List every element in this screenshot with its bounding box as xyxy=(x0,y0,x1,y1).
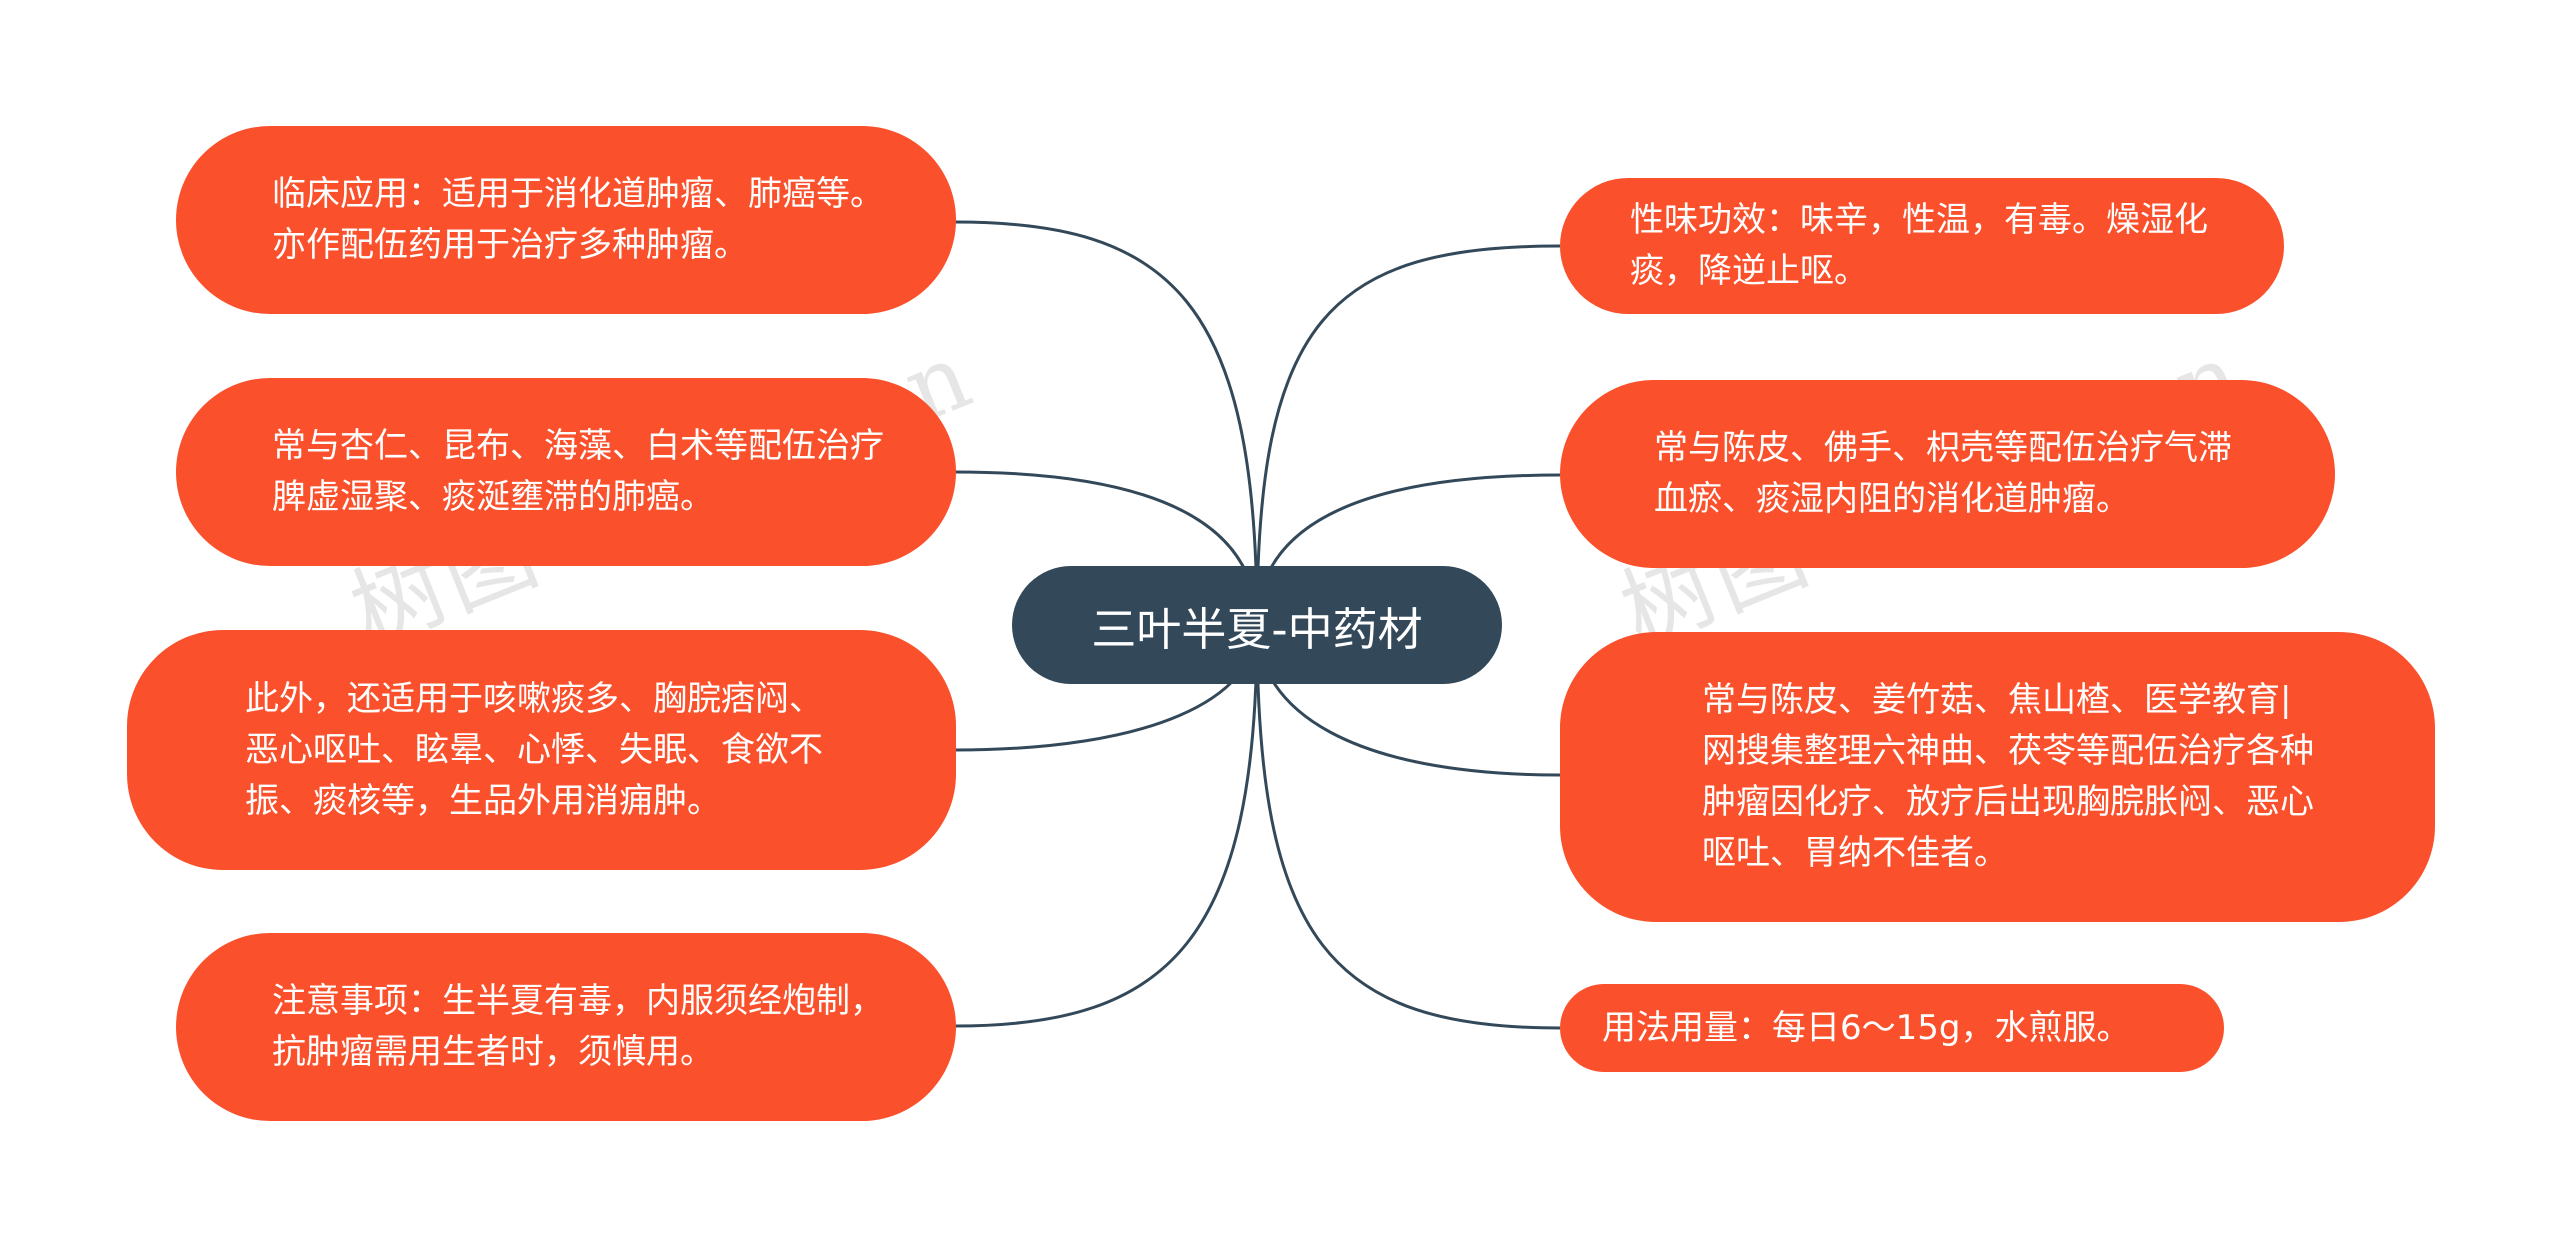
topic-text: 临床应用：适用于消化道肿瘤、肺癌等。亦作配伍药用于治疗多种肿瘤。 xyxy=(272,174,884,265)
link-right-4 xyxy=(1255,624,1561,1030)
topic-nature-effects[interactable]: 性味功效：味辛，性温，有毒。燥湿化痰，降逆止呕。 xyxy=(1560,178,2284,314)
link-left-1 xyxy=(954,220,1259,626)
link-right-1 xyxy=(1255,244,1561,626)
topic-text: 用法用量：每日6～15g，水煎服。 xyxy=(1602,1007,2131,1048)
topic-other-uses[interactable]: 此外，还适用于咳嗽痰多、胸脘痞闷、恶心呕吐、眩晕、心悸、失眠、食欲不振、痰核等，… xyxy=(127,630,956,870)
topic-text: 此外，还适用于咳嗽痰多、胸脘痞闷、恶心呕吐、眩晕、心悸、失眠、食欲不振、痰核等，… xyxy=(245,678,823,821)
topic-text: 常与陈皮、佛手、枳壳等配伍治疗气滞血瘀、痰湿内阻的消化道肿瘤。 xyxy=(1654,428,2232,519)
topic-clinical-application[interactable]: 临床应用：适用于消化道肿瘤、肺癌等。亦作配伍药用于治疗多种肿瘤。 xyxy=(176,126,956,314)
topic-text: 注意事项：生半夏有毒，内服须经炮制，抗肿瘤需用生者时，须慎用。 xyxy=(272,981,884,1072)
topic-text: 性味功效：味辛，性温，有毒。燥湿化痰，降逆止呕。 xyxy=(1630,200,2208,291)
topic-text: 常与杏仁、昆布、海藻、白术等配伍治疗脾虚湿聚、痰涎壅滞的肺癌。 xyxy=(272,426,884,517)
central-topic-label: 三叶半夏-中药材 xyxy=(1091,602,1423,656)
central-topic[interactable]: 三叶半夏-中药材 xyxy=(1012,566,1502,684)
topic-precautions[interactable]: 注意事项：生半夏有毒，内服须经炮制，抗肿瘤需用生者时，须慎用。 xyxy=(176,933,956,1121)
topic-post-chemo-combo[interactable]: 常与陈皮、姜竹菇、焦山楂、医学教育|网搜集整理六神曲、茯苓等配伍治疗各种肿瘤因化… xyxy=(1560,632,2435,922)
topic-dosage[interactable]: 用法用量：每日6～15g，水煎服。 xyxy=(1560,984,2224,1072)
topic-lung-cancer-combo[interactable]: 常与杏仁、昆布、海藻、白术等配伍治疗脾虚湿聚、痰涎壅滞的肺癌。 xyxy=(176,378,956,566)
topic-digestive-cancer-combo[interactable]: 常与陈皮、佛手、枳壳等配伍治疗气滞血瘀、痰湿内阻的消化道肿瘤。 xyxy=(1560,380,2335,568)
link-left-4 xyxy=(954,624,1259,1028)
topic-text: 常与陈皮、姜竹菇、焦山楂、医学教育|网搜集整理六神曲、茯苓等配伍治疗各种肿瘤因化… xyxy=(1702,680,2314,873)
